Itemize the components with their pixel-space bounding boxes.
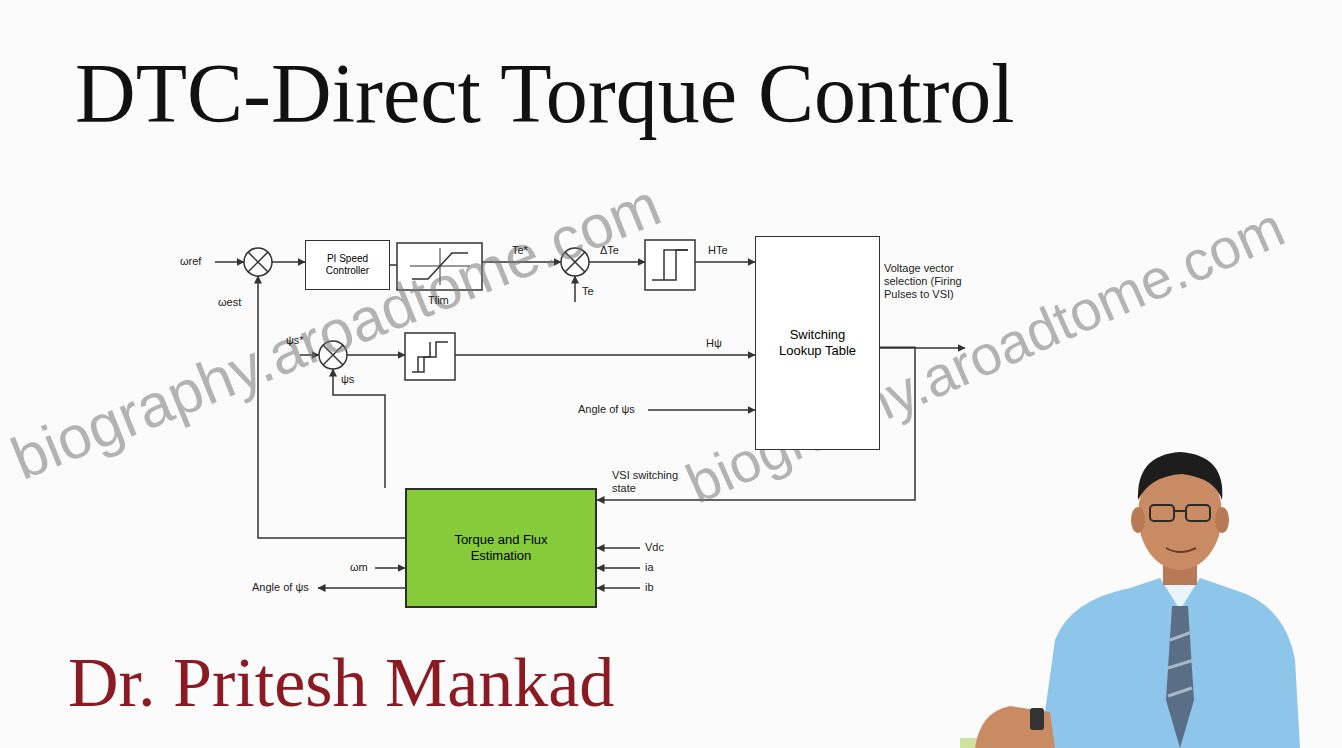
signal-label: Tlim: [428, 294, 449, 307]
hysteresis-comparator: [664, 250, 688, 280]
signal-wire: [695, 261, 755, 263]
hysteresis-comparator: [418, 342, 430, 372]
signal-wire: [589, 261, 645, 263]
signal-label: Hψ: [706, 337, 722, 350]
block-text: Torque and Flux Estimation: [427, 532, 575, 564]
block-text: Switching Lookup Table: [776, 327, 859, 359]
signal-label: Te: [582, 285, 594, 298]
hysteresis-comparator: [405, 333, 455, 380]
signal-label: ωref: [180, 255, 201, 268]
signal-wire: [318, 587, 405, 589]
signal-label: ψs*: [286, 334, 304, 347]
summing-junction: [244, 248, 272, 276]
hysteresis-comparator: [412, 342, 448, 372]
hysteresis-comparator: [652, 250, 688, 280]
signal-wire: [333, 369, 385, 488]
signal-label: ωm: [350, 561, 368, 574]
signal-label: Te*: [512, 244, 528, 257]
output-note: Voltage vector selection (Firing Pulses …: [884, 262, 992, 301]
signal-label: Vdc: [645, 541, 664, 554]
presenter-photo: [1186, 505, 1210, 521]
presenter-photo: [1040, 578, 1300, 748]
signal-wire: [597, 567, 640, 569]
presenter-photo: [1138, 452, 1222, 500]
presenter-photo: [1030, 708, 1044, 730]
watermark: biography.aroadtome.com: [3, 173, 669, 492]
signal-wire: [375, 567, 405, 569]
presenter-photo: [960, 452, 1300, 748]
signal-wire: [597, 587, 640, 589]
signal-wire: [574, 276, 576, 302]
presenter-photo: [1150, 505, 1210, 521]
hysteresis-comparator: [645, 240, 695, 290]
presenter-photo: [1131, 507, 1145, 533]
block-text: PI Speed Controller: [312, 253, 383, 277]
presenter-photo: [975, 706, 1055, 748]
signal-wire: [455, 354, 755, 356]
signal-label: ψs: [341, 373, 354, 386]
signal-label: ωest: [218, 296, 241, 309]
estimator-block: Torque and Flux Estimation: [405, 488, 597, 608]
page-title: DTC-Direct Torque Control: [75, 46, 1015, 142]
connector-label: VSI switching state: [612, 469, 692, 495]
signal-label: Angle of ψs: [252, 581, 309, 594]
presenter-photo: [1166, 548, 1196, 552]
signal-label: ΔTe: [600, 244, 619, 257]
lookup-table-block: Switching Lookup Table: [755, 236, 880, 450]
author-caption: Dr. Pritesh Mankad: [68, 642, 614, 724]
presenter-photo: [1150, 505, 1174, 521]
controller-block: PI Speed Controller: [305, 240, 390, 290]
summing-junction: [248, 252, 268, 272]
signal-wire: [215, 261, 244, 263]
presenter-photo: [1166, 606, 1194, 748]
signal-label: ia: [645, 561, 654, 574]
presenter-photo: [1174, 510, 1186, 512]
presenter-photo: [1215, 507, 1229, 533]
signal-label: ib: [645, 581, 654, 594]
signal-wire: [648, 409, 755, 411]
signal-label: HTe: [708, 244, 728, 257]
signal-wire: [390, 264, 397, 266]
signal-label: Angle of ψs: [578, 403, 635, 416]
signal-wire: [272, 261, 305, 263]
presenter-photo: [1168, 632, 1194, 696]
summing-junction: [248, 252, 268, 272]
signal-wire: [597, 547, 640, 549]
